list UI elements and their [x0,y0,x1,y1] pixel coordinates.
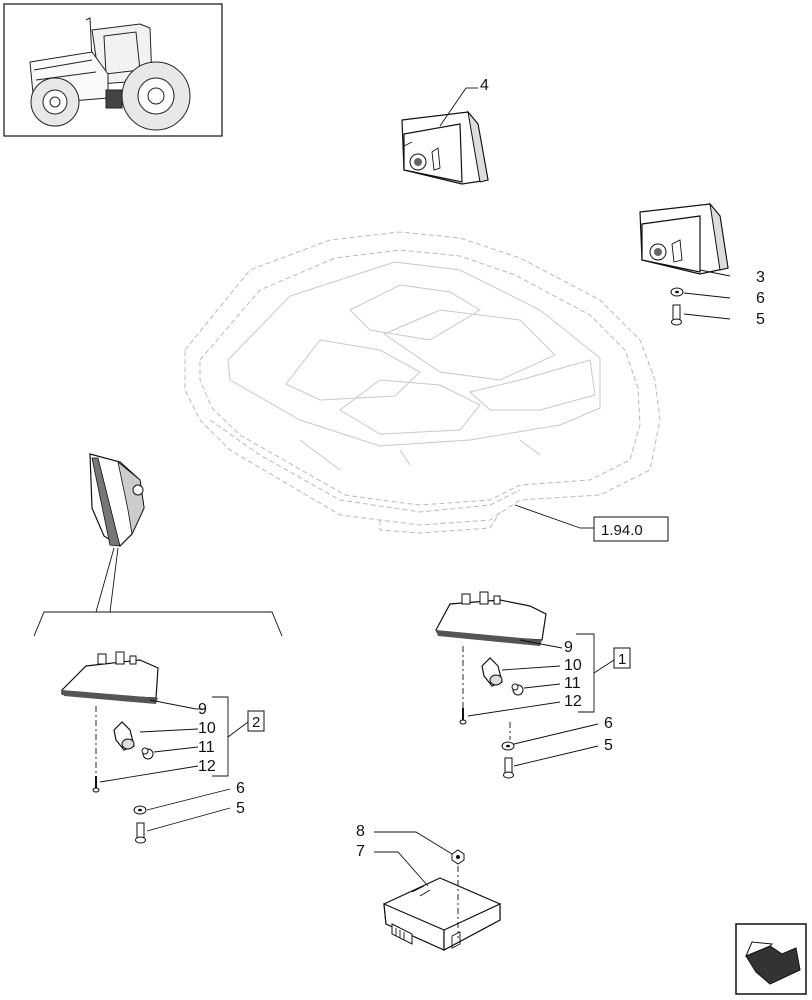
callout-3: 3 [756,269,765,286]
section-ref-label: 1.94.0 [601,522,643,539]
bulb-11-left [141,747,154,760]
bulb-11-right [511,683,524,696]
callout-5-right: 5 [604,737,613,754]
callout-6-top: 6 [756,290,765,307]
bulb-holder-10-left [113,721,135,751]
callout-6-right: 6 [604,715,613,732]
callout-10-right: 10 [564,657,582,674]
washer-6-left [133,805,147,815]
svg-text:1: 1 [618,651,626,668]
side-lamp-large [89,453,145,547]
side-lamp-left-detail [61,651,159,704]
callout-7: 7 [356,843,365,860]
callout-5-top: 5 [756,311,765,328]
callout-11-left: 11 [198,739,215,756]
bulb-holder-10-right [481,657,503,687]
callout-11-right: 11 [564,675,581,692]
group-ref-2: 2 [247,710,265,732]
bolt-5-left [135,822,146,844]
screw-12-right [459,708,467,725]
callout-8: 8 [356,823,365,840]
callout-6-left: 6 [236,780,245,797]
work-lamp-4 [401,110,489,185]
callout-12-left: 12 [198,758,216,775]
callout-9-left: 9 [198,701,207,718]
control-unit-7 [383,877,501,952]
section-ref-link[interactable]: 1.94.0 [593,516,669,542]
next-page-arrow-icon[interactable] [735,923,807,995]
bolt-5-top [671,304,682,326]
bolt-5-right [503,757,514,779]
washer-6-top [670,287,684,297]
tractor-thumbnail-icon [3,3,223,137]
washer-6-right [501,741,515,751]
group-ref-1: 1 [613,647,631,669]
svg-text:2: 2 [252,714,260,731]
work-lamp-3 [639,202,729,275]
side-lamp-right-detail [435,591,547,646]
callout-12-right: 12 [564,693,582,710]
cab-roof-outline [184,231,661,534]
callout-9-right: 9 [564,639,573,656]
nut-8 [451,849,465,865]
callout-10-left: 10 [198,720,216,737]
callout-5-left: 5 [236,800,245,817]
screw-12-left [92,776,100,793]
callout-4: 4 [480,77,489,94]
